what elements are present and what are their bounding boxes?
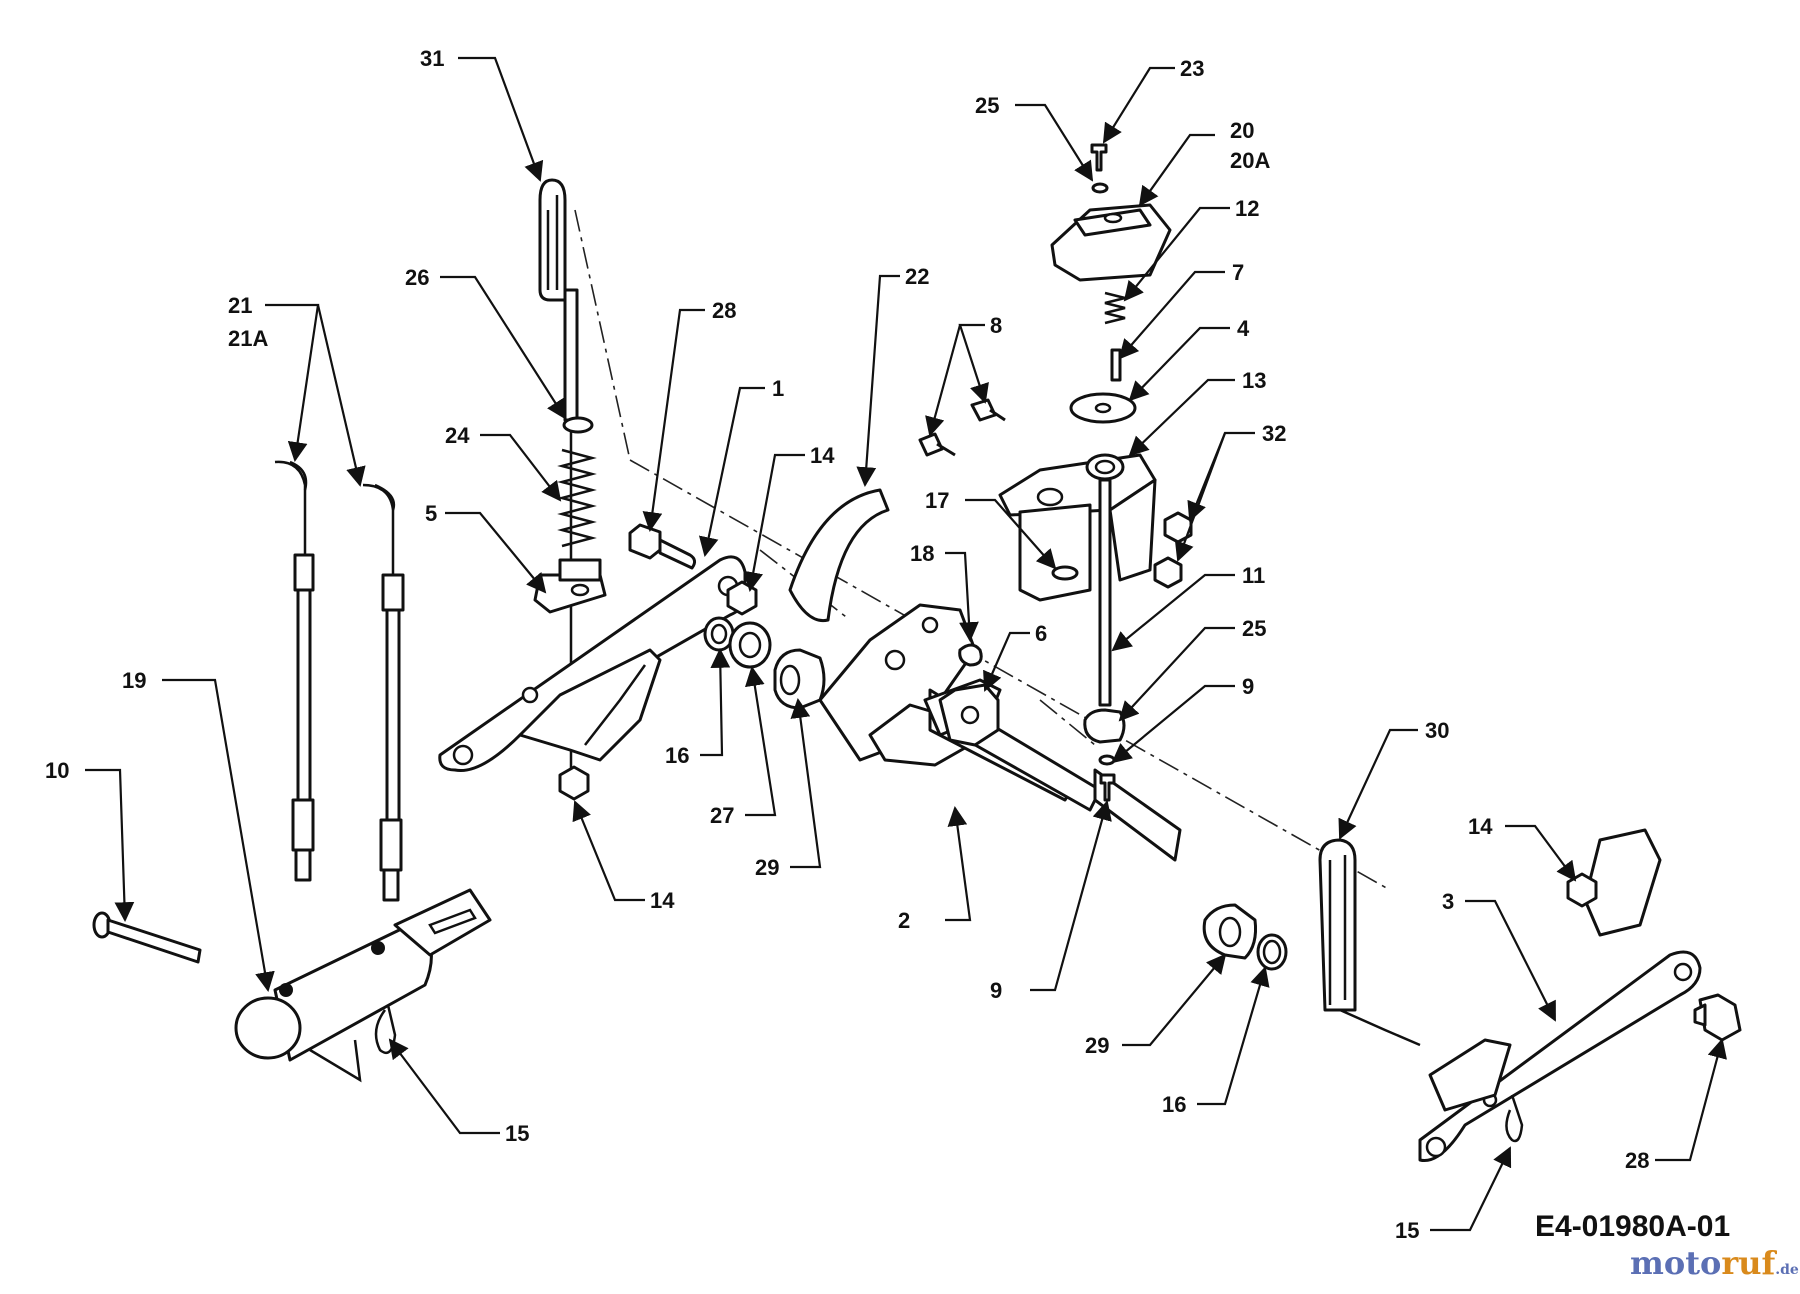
callout-18: 18: [910, 541, 934, 566]
callout-17: 17: [925, 488, 949, 513]
part-13-nut-upper: [1163, 511, 1193, 544]
center-lines: [574, 209, 1391, 891]
part-4-bracket: [998, 453, 1157, 602]
part-25-washer-lower: [1098, 754, 1116, 766]
callout-13: 32: [1262, 421, 1286, 446]
part-20-knob: [1050, 203, 1172, 282]
part-14-nut-lower: [558, 765, 590, 801]
part-8-bolt-a: [970, 398, 1006, 422]
part-32-rod: [1098, 478, 1112, 707]
callout-28-lower: 28: [1625, 1148, 1649, 1173]
part-29-bushing-left: [773, 648, 826, 710]
part-21-cables: [274, 460, 405, 902]
part-17-clip: [1051, 565, 1079, 581]
callout-23: 12: [1235, 196, 1259, 221]
watermark-part2: ruf: [1721, 1244, 1776, 1282]
callout-6: 6: [1035, 621, 1047, 646]
callout-21: 21: [228, 293, 252, 318]
callout-24: 24: [445, 423, 470, 448]
callout-1: 1: [772, 376, 784, 401]
callout-9-lower: 9: [990, 978, 1002, 1003]
part-15-clip-right: [1505, 1094, 1524, 1143]
part-11-sleeve: [1083, 708, 1126, 744]
part-12-pin: [1110, 348, 1122, 382]
callout-26: 26: [405, 265, 429, 290]
part-1-lever: [438, 555, 747, 773]
part-10-pin: [92, 911, 202, 964]
drawing-code: E4-01980A-01: [1535, 1210, 1730, 1243]
part-14-nut-right: [1566, 872, 1598, 908]
leader-lines: [85, 56, 1727, 1232]
watermark-part1: moto: [1630, 1244, 1722, 1282]
part-28-bolt-upper: [628, 523, 697, 570]
callout-14-right: 14: [1468, 814, 1493, 839]
part-13-nut-lower: [1153, 556, 1183, 589]
part-18-clip: [958, 643, 983, 667]
callout-15-left: 15: [505, 1121, 529, 1146]
callout-4: 13: [1242, 368, 1266, 393]
callout-8: 8: [990, 313, 1002, 338]
part-28-bolt-lower: [1693, 993, 1742, 1042]
callout-16-left: 16: [665, 743, 689, 768]
callout-14-upper: 14: [810, 443, 835, 468]
callout-10: 10: [45, 758, 69, 783]
callout-9-upper: 23: [1180, 56, 1204, 81]
callout-29-right: 29: [1085, 1033, 1109, 1058]
callout-12: 7: [1232, 260, 1244, 285]
callout-7: 4: [1237, 316, 1250, 341]
callout-5: 5: [425, 501, 437, 526]
callout-25-upper: 25: [975, 93, 999, 118]
callout-2: 2: [898, 908, 910, 933]
callout-11: 25: [1242, 616, 1266, 641]
part-14-nut-upper: [726, 580, 758, 616]
part-8-bolt-b: [918, 432, 956, 457]
callout-30: 30: [1425, 718, 1449, 743]
callout-14-lower: 14: [650, 888, 675, 913]
callout-19: 19: [122, 668, 146, 693]
callout-16-right: 16: [1162, 1092, 1186, 1117]
part-29-bushing-right: [1202, 903, 1257, 960]
callout-28-upper: 28: [712, 298, 736, 323]
part-22-curved-plate: [788, 488, 890, 623]
callout-29-left: 29: [755, 855, 779, 880]
callout-21a: 21A: [228, 326, 268, 351]
watermark-part3: .de: [1775, 1262, 1799, 1278]
part-23-spring: [1104, 291, 1126, 325]
callout-27: 27: [710, 803, 734, 828]
part-9-screw-upper: [1090, 143, 1108, 172]
callout-labels: 31 21 21A 26 24 5 28 1 14 16 27 29 14 19…: [45, 46, 1649, 1243]
watermark-logo: motoruf.de: [1630, 1244, 1799, 1282]
callout-25-lower: 9: [1242, 674, 1254, 699]
callout-22: 22: [905, 264, 929, 289]
callout-20: 20: [1230, 118, 1254, 143]
callout-15-right: 15: [1395, 1218, 1419, 1243]
part-3-lever: [1418, 828, 1702, 1163]
callout-3: 3: [1442, 889, 1454, 914]
callout-20a: 20A: [1230, 148, 1270, 173]
part-2-shaft-assembly: [818, 603, 1182, 862]
part-19-cylinder: [234, 888, 492, 1083]
part-24-spring: [557, 448, 597, 548]
part-30-rod: [1318, 838, 1421, 1047]
part-9-screw-lower: [1099, 773, 1116, 802]
callout-32: 11: [1242, 563, 1265, 588]
part-26-washer: [562, 416, 594, 434]
callout-31: 31: [420, 46, 444, 71]
part-25-washer-upper: [1091, 182, 1109, 194]
